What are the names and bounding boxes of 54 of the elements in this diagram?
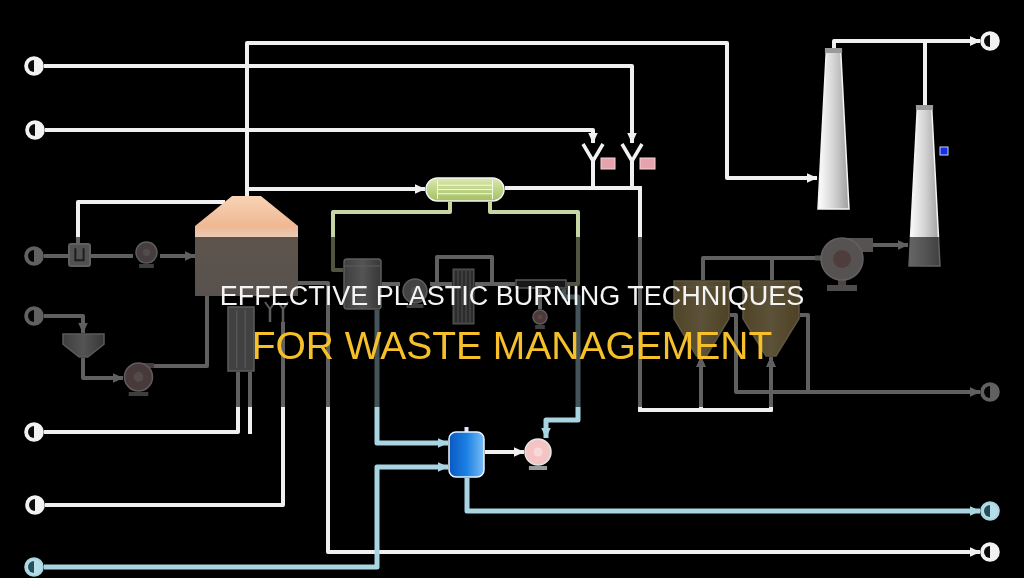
pipe-line — [76, 200, 225, 243]
tank-vessel — [448, 427, 485, 478]
off-page-connector — [980, 31, 1000, 51]
pipe-arrow — [298, 281, 981, 557]
pipe-line — [91, 254, 133, 258]
column-vessel — [227, 306, 255, 372]
pipe-line — [701, 256, 817, 282]
pipe-arrow — [160, 251, 196, 261]
pipe-arrow — [832, 36, 981, 105]
pipe-arrow — [81, 358, 124, 383]
pipe-line — [154, 296, 209, 368]
off-page-connector — [24, 557, 44, 577]
off-page-connector — [25, 120, 45, 140]
pipe-arrow — [374, 310, 449, 448]
pipe-line — [488, 202, 580, 286]
pump-symbol — [524, 438, 552, 470]
mixing-funnel — [581, 143, 616, 176]
chimney-stack — [908, 105, 941, 267]
pipe-arrow — [44, 64, 637, 144]
pipe-arrow — [541, 289, 581, 439]
pipe-arrow — [873, 240, 909, 250]
off-page-connector — [980, 542, 1000, 562]
off-page-connector — [980, 501, 1000, 521]
pipe-arrow — [44, 462, 449, 570]
pump-symbol — [133, 241, 160, 268]
off-page-connector — [24, 306, 44, 326]
heat-exchanger — [425, 177, 505, 202]
hopper-symbol — [62, 333, 105, 358]
pipe-line — [45, 322, 285, 507]
mixing-funnel — [620, 143, 656, 176]
pipe-line — [44, 254, 68, 258]
off-page-connector — [24, 246, 44, 266]
pump-symbol — [531, 309, 549, 329]
filter-symbol — [68, 243, 91, 267]
pipe-arrow — [245, 41, 818, 196]
off-page-connector — [25, 495, 45, 515]
pipe-arrow — [505, 176, 776, 412]
off-page-connector — [24, 422, 44, 442]
pump-symbol — [123, 362, 154, 396]
pipe-line — [248, 372, 252, 434]
pipe-line — [331, 202, 452, 272]
pipe-line — [382, 282, 400, 286]
off-page-connector — [24, 56, 44, 76]
pipe-line — [428, 255, 517, 286]
pipe-line — [44, 372, 240, 434]
chimney-stack — [817, 48, 850, 210]
page-title: EFFECTIVE PLASTIC BURNING TECHNIQUES FOR WASTE MANAGEMENT — [218, 280, 806, 369]
pipe-arrow — [45, 128, 598, 144]
pipe-arrow — [485, 447, 525, 457]
square-marker — [939, 146, 949, 156]
pipe-arrow — [44, 314, 88, 334]
pipe-line — [538, 289, 542, 309]
pipe-arrow — [464, 478, 981, 516]
off-page-connector — [980, 382, 1000, 402]
